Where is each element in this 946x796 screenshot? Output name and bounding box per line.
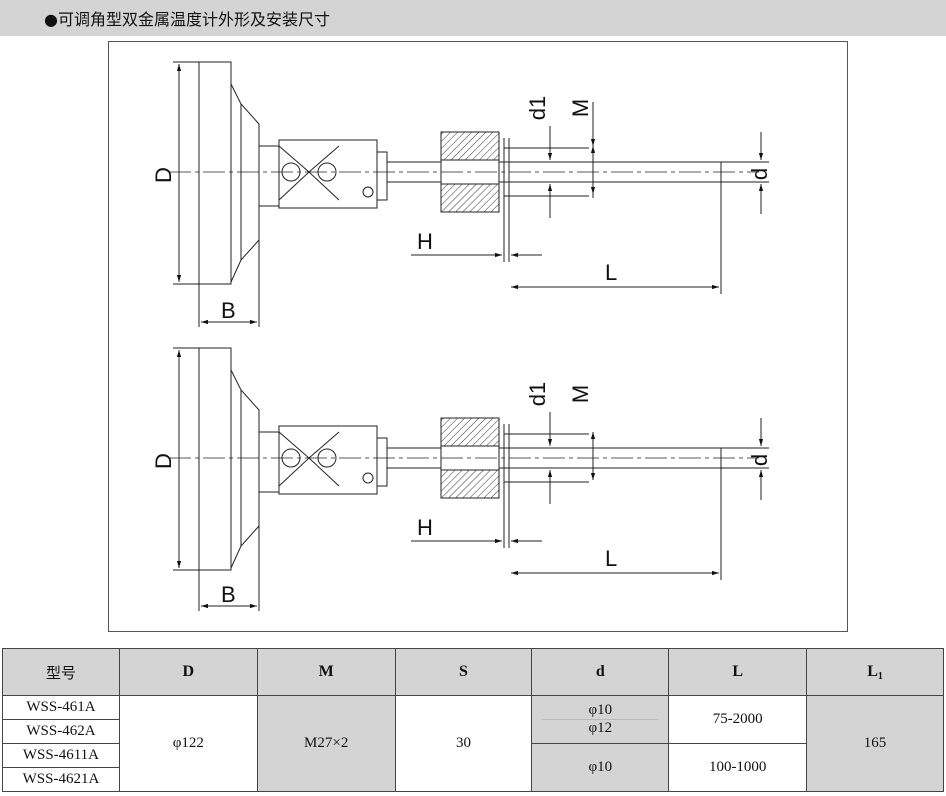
view-1 [169, 61, 769, 327]
dim-label-B: B [221, 298, 236, 323]
model-cell: WSS-4621A [2, 767, 120, 792]
dim-label-H: H [417, 515, 433, 540]
header-L: L [668, 648, 808, 696]
D-cell: φ122 [118, 695, 258, 792]
L1-cell: 165 [806, 695, 944, 792]
S-cell: 30 [394, 695, 533, 792]
model-cell: WSS-4611A [2, 743, 120, 768]
drawing-svg: D B H L d1 M d [151, 61, 772, 611]
dim-label-D: D [151, 167, 176, 183]
dim-label-D: D [151, 453, 176, 469]
spec-table: 型号 D M S d L L1 WSS-461A φ122 M27×2 30 φ… [2, 648, 944, 792]
header-M: M [256, 648, 396, 696]
dim-label-M: M [568, 99, 593, 117]
header-bar: ●可调角型双金属温度计外形及安装尺寸 [0, 0, 946, 36]
dim-label-L: L [605, 260, 617, 285]
header-D: D [118, 648, 258, 696]
dim-label-B: B [221, 582, 236, 607]
section-title: ●可调角型双金属温度计外形及安装尺寸 [44, 10, 330, 29]
model-cell: WSS-462A [2, 719, 120, 744]
table-header-row: 型号 D M S d L L1 [2, 648, 944, 696]
dial-face [198, 347, 232, 571]
dim-label-H: H [417, 229, 433, 254]
model-cell: WSS-461A [2, 695, 120, 720]
table-row: WSS-4611A φ10 100-1000 [2, 743, 944, 792]
header-d: d [531, 648, 670, 696]
dim-label-d1: d1 [525, 382, 550, 406]
dimension-drawing: D B H L d1 M d [108, 41, 848, 632]
dim-label-M: M [568, 385, 593, 403]
view-2 [169, 347, 769, 611]
d-value: φ12 [588, 720, 613, 736]
view-1-labels: D B H L d1 M d [151, 96, 772, 323]
dim-label-d1: d1 [525, 96, 550, 120]
dim-label-d: d [747, 168, 772, 180]
dial-face [198, 61, 232, 285]
dim-label-d: d [747, 454, 772, 466]
L-cell-group1: 75-2000 [668, 695, 808, 744]
M-cell: M27×2 [256, 695, 396, 792]
d-cell-group1: φ10 φ12 [531, 695, 670, 744]
header-model: 型号 [2, 648, 120, 696]
dim-label-L: L [605, 546, 617, 571]
view-2-labels: D B H L d1 M d [151, 382, 772, 607]
header-S: S [394, 648, 533, 696]
header-L1: L1 [806, 648, 944, 696]
table-row: WSS-462A [2, 719, 944, 744]
d-value: φ10 [588, 702, 613, 718]
table-row: WSS-461A φ122 M27×2 30 φ10 φ12 75-2000 1… [2, 695, 944, 792]
d-cell-group2: φ10 [531, 743, 670, 792]
table-row: WSS-4621A [2, 767, 944, 792]
L-cell-group2: 100-1000 [668, 743, 808, 792]
